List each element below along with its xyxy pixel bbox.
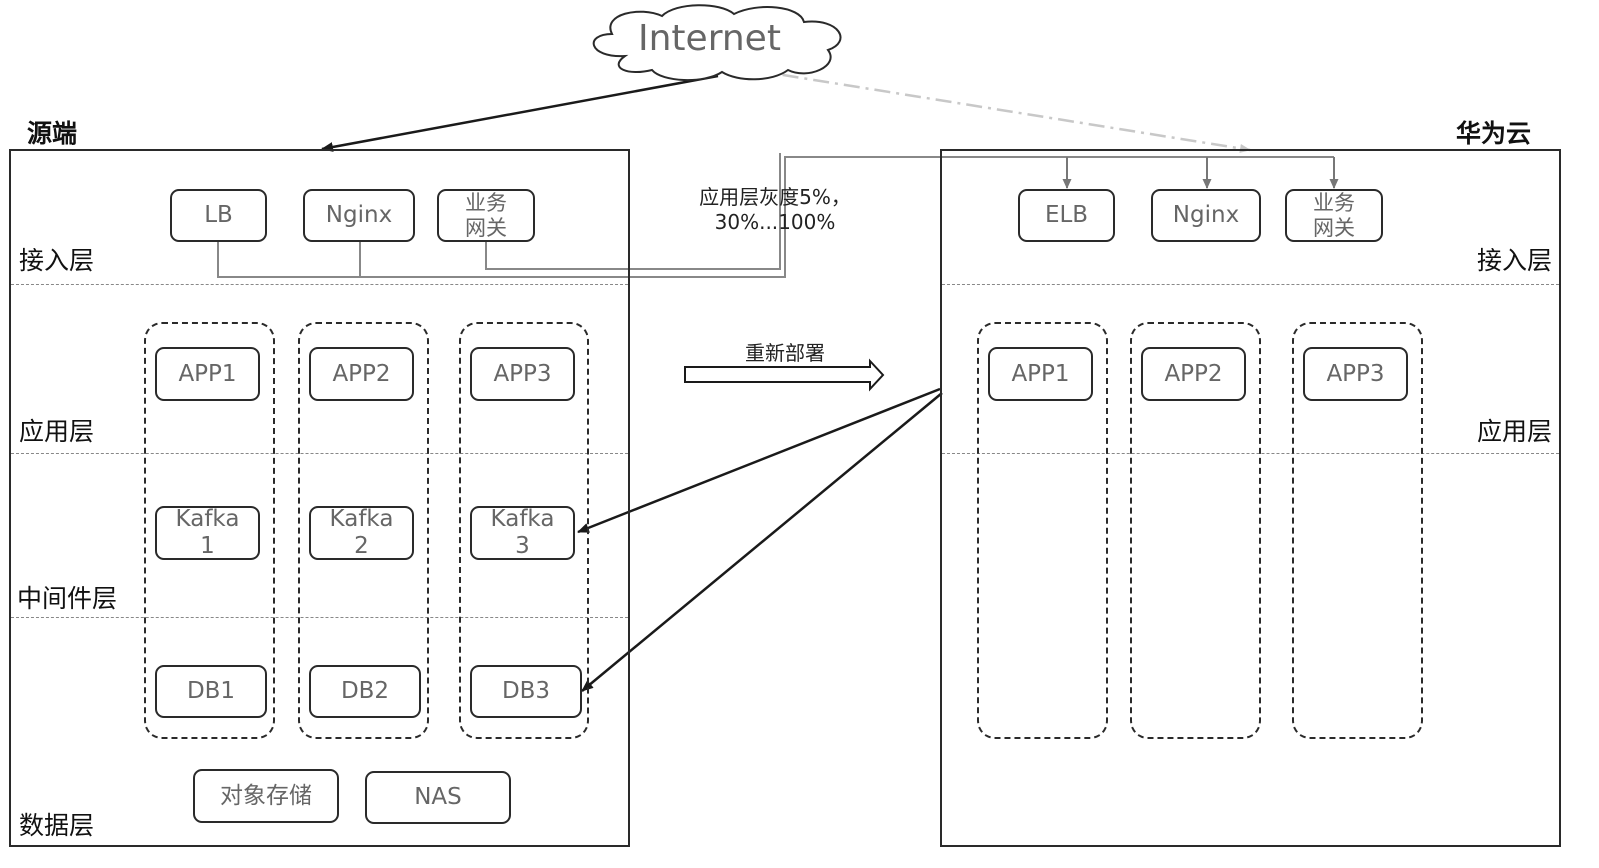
source-kafka1-node: Kafka 1 [155, 506, 260, 560]
source-nas-node: NAS [365, 771, 511, 824]
source-layer-access: 接入层 [19, 246, 95, 275]
cloud-to-kafka3-arrow [577, 387, 941, 534]
internet-label: Internet [638, 18, 781, 59]
source-layer-data: 数据层 [19, 811, 95, 840]
cloud-app2-node: APP2 [1141, 347, 1246, 401]
cloud-gateway-node: 业务 网关 [1285, 189, 1383, 242]
cloud-app-group-3 [1292, 322, 1423, 739]
source-kafka2-node: Kafka 2 [309, 506, 414, 560]
source-app1-node: APP1 [155, 347, 260, 401]
cloud-app-group-1 [977, 322, 1108, 739]
cloud-separator-app [942, 453, 1559, 454]
source-title: 源端 [27, 119, 78, 148]
source-layer-app: 应用层 [19, 417, 95, 446]
source-app2-node: APP2 [309, 347, 414, 401]
cloud-app3-node: APP3 [1303, 347, 1408, 401]
cloud-elb-node: ELB [1018, 189, 1115, 242]
source-nginx-node: Nginx [303, 189, 415, 242]
source-app3-node: APP3 [470, 347, 575, 401]
cloud-separator-access [942, 284, 1559, 285]
cloud-app1-node: APP1 [988, 347, 1093, 401]
internet-to-cloud-arrow [751, 68, 1251, 153]
source-db2-node: DB2 [309, 665, 421, 718]
cloud-title: 华为云 [1456, 119, 1532, 148]
redeploy-arrow [684, 358, 885, 392]
internet-to-source-arrow [321, 74, 719, 152]
gray-release-path-lb [217, 156, 1334, 278]
source-separator-access [11, 284, 628, 285]
cloud-layer-access: 接入层 [1476, 246, 1552, 275]
cloud-nginx-node: Nginx [1151, 189, 1261, 242]
source-kafka3-node: Kafka 3 [470, 506, 575, 560]
source-panel [9, 149, 630, 847]
source-db1-node: DB1 [155, 665, 267, 718]
cloud-panel [940, 149, 1561, 847]
source-lb-node: LB [170, 189, 267, 242]
gray-release-path-gateway [485, 153, 781, 270]
source-separator-app [11, 453, 628, 454]
cloud-app-group-2 [1130, 322, 1261, 739]
redeploy-label: 重新部署 [745, 341, 825, 365]
gray-release-annotation: 应用层灰度5%， 30%...100% [699, 185, 851, 234]
source-db3-node: DB3 [470, 665, 582, 718]
source-gateway-node: 业务 网关 [437, 189, 535, 242]
cloud-to-db3-arrow [581, 392, 943, 692]
source-app-group-1 [144, 322, 275, 739]
internet-cloud-shape [592, 4, 842, 82]
cloud-layer-app: 应用层 [1476, 417, 1552, 446]
source-app-group-3 [459, 322, 589, 739]
source-app-group-2 [298, 322, 429, 739]
source-separator-middleware [11, 617, 628, 618]
source-layer-middleware: 中间件层 [17, 584, 118, 613]
source-object-storage-node: 对象存储 [193, 769, 339, 823]
